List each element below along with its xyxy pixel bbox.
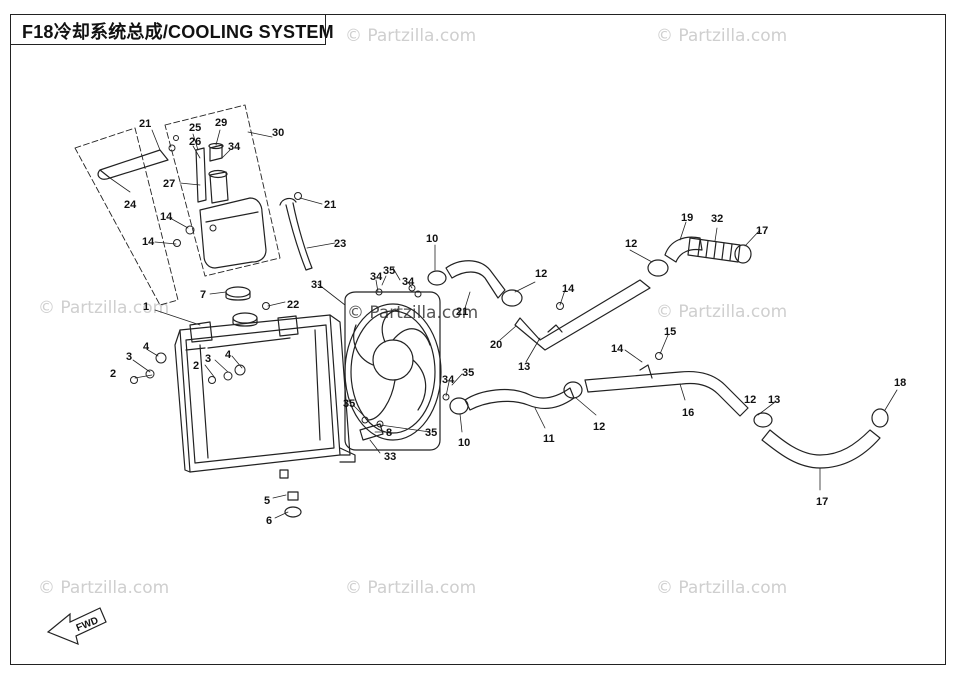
diagram-border [10,14,946,665]
callout-label: 1 [143,301,149,313]
pipe-13-upper [514,279,651,351]
callout-label: 13 [768,394,780,406]
watermark: © Partzilla.com [38,298,170,318]
watermark: © Partzilla.com [345,26,477,46]
callout-label: 11 [543,433,555,445]
watermark: © Partzilla.com [345,578,477,598]
callout-label: 34 [370,271,383,283]
callout-label: 4 [143,341,150,353]
callout-label: 12 [744,394,756,406]
callout-label: 15 [664,326,676,338]
watermark: © Partzilla.com [38,578,170,598]
callout-label: 29 [215,117,227,129]
callout-label: 25 [189,122,201,134]
callout-label: 35 [383,265,395,277]
callout-label: 3 [126,351,132,363]
hose-31 [687,237,741,263]
callout-label: 21 [324,199,336,211]
callout-label: 34 [442,374,455,386]
callout-label: 5 [264,495,270,507]
callout-label: 20 [490,339,502,351]
callout-label: 26 [189,136,201,148]
hose-11 [464,387,575,411]
callout-label: 21 [139,118,151,130]
reservoir-group-dashed-box [74,127,179,306]
callout-label: 35 [462,367,474,379]
callout-label: 14 [160,211,173,223]
callout-label: 4 [225,349,232,361]
watermark: © Partzilla.com [347,303,479,323]
watermark: © Partzilla.com [656,26,788,46]
hose-20 [445,260,506,299]
callout-label: 35 [343,398,355,410]
callout-label: 17 [756,225,768,237]
diagram-title: F18冷却系统总成/COOLING SYSTEM [22,22,334,42]
callout-label: 8 [386,427,392,439]
callout-label: 12 [593,421,605,433]
bracket-23 [99,149,169,179]
callout-label: 7 [200,289,206,301]
callout-label: 22 [287,299,299,311]
watermark: © Partzilla.com [656,302,788,322]
callout-label: 12 [625,238,637,250]
watermark: © Partzilla.com [656,578,788,598]
callout-label: 2 [110,368,116,380]
callout-label: 30 [272,127,284,139]
hose-16 [761,429,881,469]
callout-label: 21 [456,306,468,318]
callout-label: 14 [142,236,155,248]
callout-label: 23 [334,238,346,250]
reservoir-dashed-box [164,104,281,277]
hose-22 [285,202,313,271]
hose-18 [664,236,703,263]
callout-label: 3 [205,353,211,365]
callout-label: 12 [535,268,547,280]
callout-label: 32 [711,213,723,225]
callout-label: 2 [193,360,199,372]
fan-shroud-30 [344,291,441,451]
title-box [10,14,326,45]
callout-label: 19 [681,212,693,224]
callout-label: 10 [426,233,438,245]
callout-label: 13 [518,361,530,373]
callout-label: 31 [311,279,323,291]
callout-label: 27 [163,178,175,190]
callout-label: 35 [425,427,437,439]
callout-label: 24 [124,199,137,211]
callout-label: 14 [562,283,575,295]
callout-label: 16 [682,407,694,419]
reservoir-tank-26 [199,197,267,269]
callout-label: 34 [228,141,241,153]
callout-label: 14 [611,343,624,355]
callout-label: 6 [266,515,272,527]
callout-label: 10 [458,437,470,449]
callout-label: 18 [894,377,906,389]
callout-label: 33 [384,451,396,463]
callout-label: 34 [402,276,415,288]
pipe-15 [584,370,749,417]
callout-label: 17 [816,496,828,508]
fwd-arrow: FWD [46,607,107,645]
